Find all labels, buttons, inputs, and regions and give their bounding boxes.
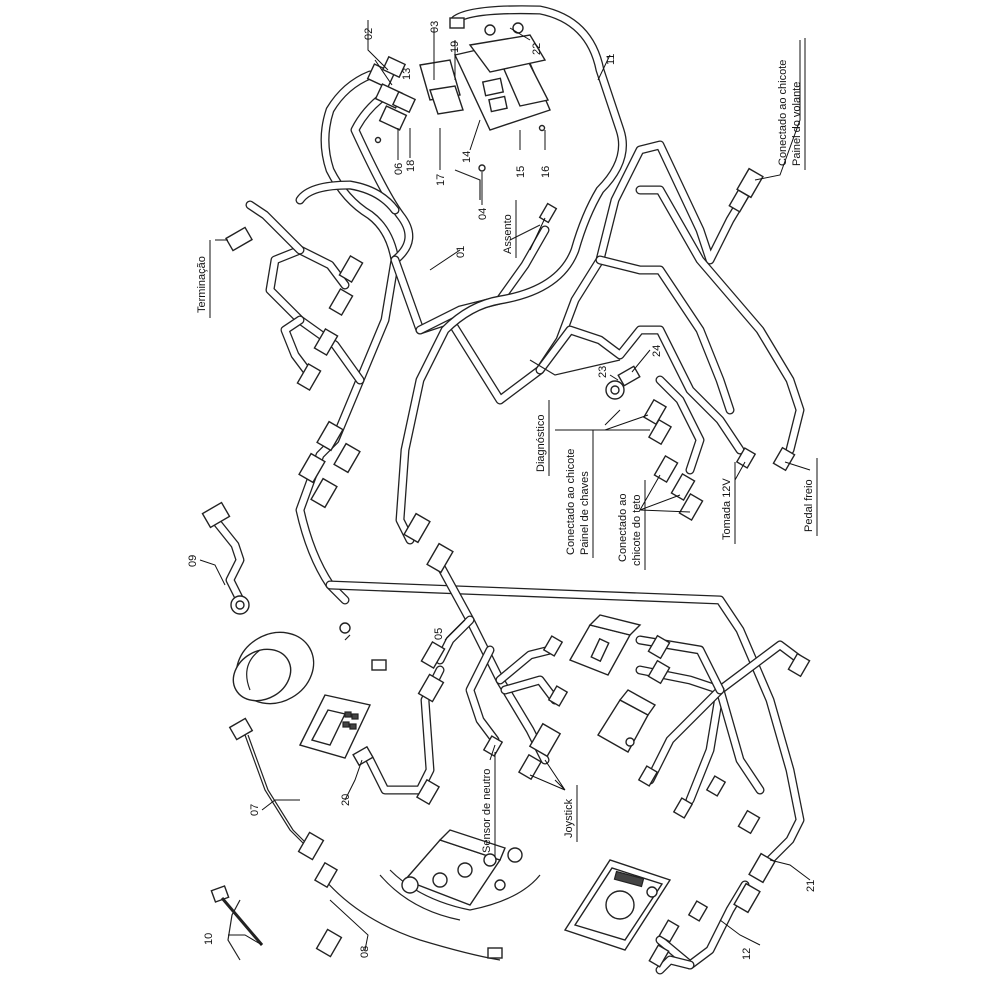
harness-tubes xyxy=(210,5,805,975)
label-chaves-2: Painel de chaves xyxy=(579,471,591,555)
label-p17: 17 xyxy=(435,174,447,186)
label-p12: 12 xyxy=(741,948,753,960)
label-pedal: Pedal freio xyxy=(803,479,815,532)
label-p21: 21 xyxy=(805,880,817,892)
leader-lines xyxy=(199,20,811,951)
label-teto-1: Conectado ao xyxy=(617,494,629,563)
label-p22: 22 xyxy=(531,43,543,55)
instrument-panel xyxy=(563,859,672,951)
devices xyxy=(210,614,672,951)
beacon-lamp xyxy=(232,631,315,705)
label-underlines xyxy=(209,38,818,856)
label-terminacao: Terminação xyxy=(196,256,208,313)
label-p18: 18 xyxy=(405,160,417,172)
label-p11: 11 xyxy=(605,54,617,65)
label-tomada: Tomada 12V xyxy=(721,478,733,540)
label-joystick: Joystick xyxy=(563,798,575,838)
label-p02: 02 xyxy=(363,28,375,40)
connectors xyxy=(201,17,811,968)
relay-box xyxy=(597,689,657,753)
label-p03: 03 xyxy=(429,21,441,33)
label-p24: 24 xyxy=(651,345,663,357)
label-p23: 23 xyxy=(597,366,609,378)
label-chaves-1: Conectado ao chicote xyxy=(565,449,577,555)
label-volante-2: Painel do volante xyxy=(791,82,803,166)
label-p13: 13 xyxy=(401,68,413,80)
label-p20: 20 xyxy=(340,794,352,806)
label-volante-1: Conectado ao chicote xyxy=(777,60,789,166)
label-p04: 04 xyxy=(477,208,489,220)
label-diagnostico: Diagnóstico xyxy=(535,415,547,472)
label-p07: 07 xyxy=(249,804,261,816)
thin-wires xyxy=(227,169,621,961)
panel-plates xyxy=(374,22,551,172)
label-p06: 06 xyxy=(393,163,405,175)
part-labels: 02 13 03 19 22 11 06 18 17 14 15 16 04 0… xyxy=(187,21,817,960)
bolt-10 xyxy=(210,885,264,946)
control-display xyxy=(298,694,372,759)
label-p14: 14 xyxy=(461,151,473,163)
hydraulic-valve xyxy=(401,829,523,906)
label-p15: 15 xyxy=(515,166,527,178)
label-teto-2: chicote do teto xyxy=(631,494,643,566)
label-p10: 10 xyxy=(203,933,215,945)
label-assento: Assento xyxy=(502,214,514,254)
label-neutro: Sensor de neutro xyxy=(481,769,493,853)
label-p01: 01 xyxy=(455,246,467,258)
label-p16: 16 xyxy=(540,166,552,178)
label-p08: 08 xyxy=(359,946,371,958)
ecu-module xyxy=(568,614,642,676)
label-p09: 09 xyxy=(187,555,199,567)
label-p19: 19 xyxy=(449,41,461,53)
label-p05: 05 xyxy=(433,628,445,640)
